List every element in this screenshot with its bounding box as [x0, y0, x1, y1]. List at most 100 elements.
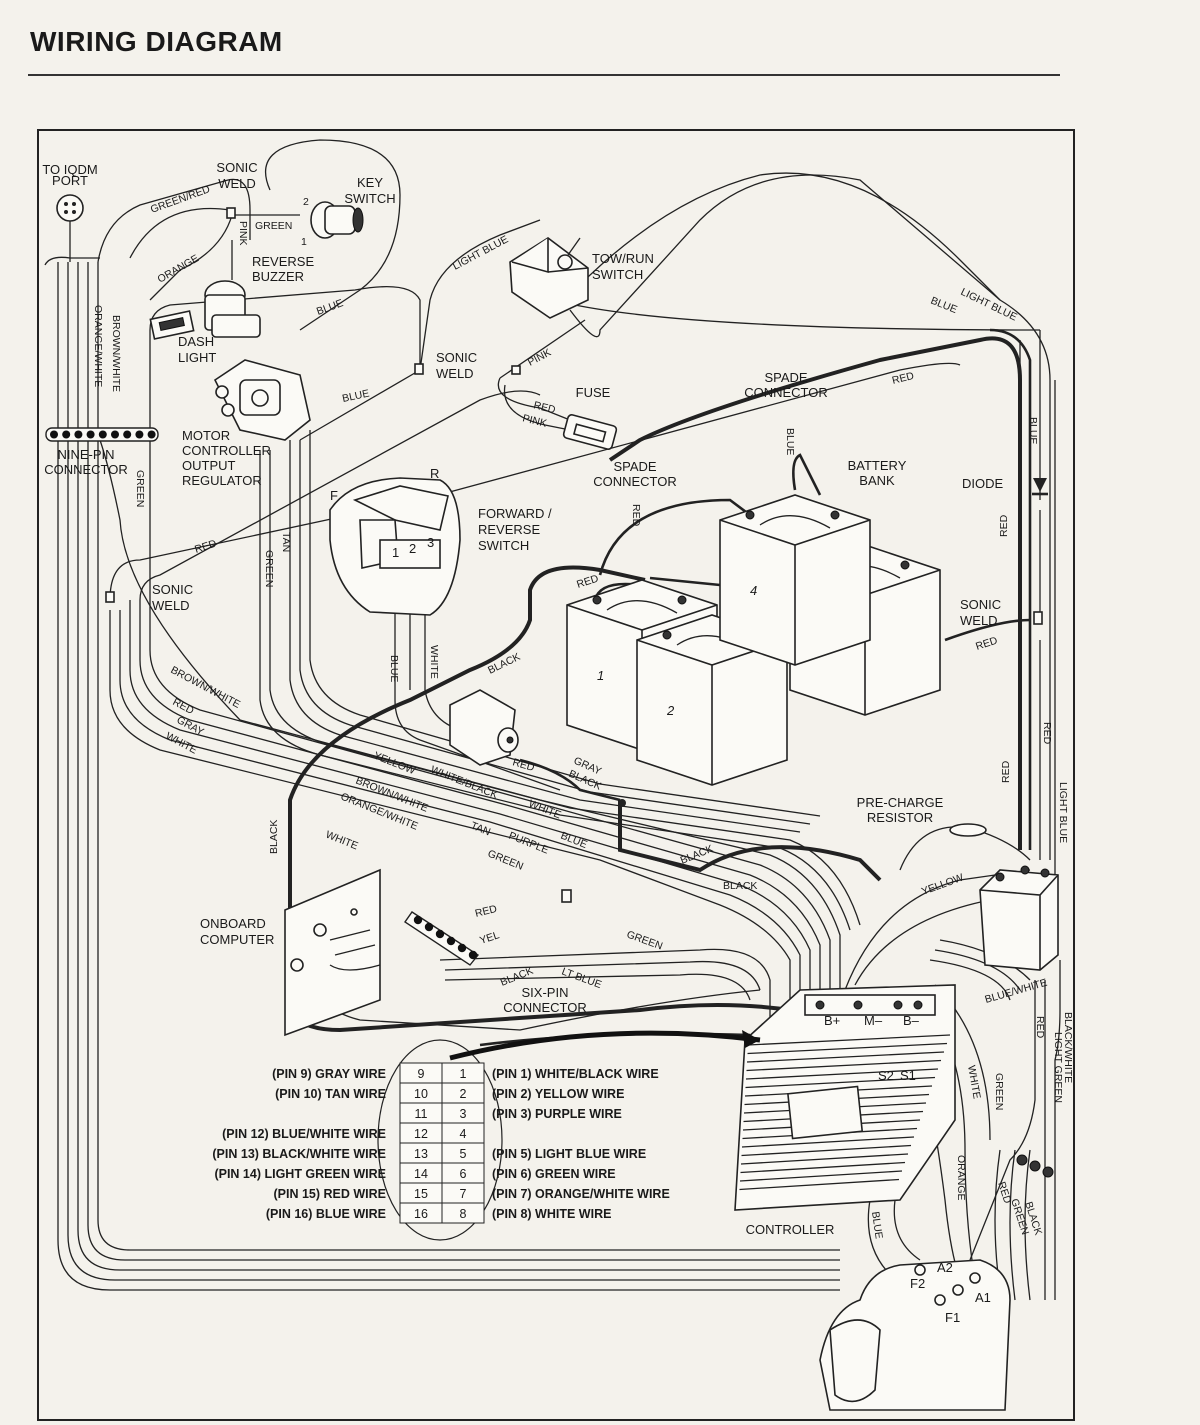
- pin-cell-right-6: 6: [460, 1167, 467, 1181]
- wire-label-green-v: GREEN: [134, 470, 146, 507]
- label-battery-bank-line-1: BATTERY: [848, 458, 907, 473]
- pin-cell-left-7: 15: [414, 1187, 428, 1201]
- wire-label-white-3: WHITE: [324, 829, 360, 853]
- label-tow-run-switch-line-1: TOW/RUN: [592, 251, 654, 266]
- nine-pin-dot: [50, 430, 58, 439]
- terminal-8: A1: [975, 1290, 991, 1305]
- nine-pin-dot: [123, 430, 132, 439]
- pin-label-left-7: (PIN 15) RED WIRE: [273, 1187, 386, 1201]
- wire-label-green-ob: GREEN: [625, 929, 664, 953]
- six-pin-dot: [424, 922, 434, 932]
- battery-number-1: 1: [597, 668, 604, 683]
- label-sonic-weld-3-line-2: WELD: [152, 598, 190, 613]
- wire-label-white-fr: WHITE: [428, 645, 440, 679]
- terminal-4: S2: [878, 1068, 894, 1083]
- nine-pin-dot: [86, 430, 95, 439]
- switch-mark-3: 1: [392, 545, 399, 560]
- label-motor-controller-line-2: CONTROLLER: [182, 443, 271, 458]
- wire-label-blue-spade: BLUE: [784, 428, 796, 455]
- fuse: [562, 414, 618, 450]
- tow-run-switch: [509, 237, 589, 319]
- controller: [734, 984, 956, 1211]
- wire-label-brown-white-v: BROWN/WHITE: [110, 315, 122, 392]
- dash-light: [149, 310, 195, 340]
- switch-mark-5: 3: [427, 535, 434, 550]
- label-reverse-buzzer-line-2: BUZZER: [252, 269, 304, 284]
- switch-mark-4: 2: [409, 541, 416, 556]
- wire-label-red-bat: RED: [575, 572, 600, 590]
- wire-label-white-black: WHITE/BLACK: [429, 764, 499, 802]
- solenoid: [979, 865, 1059, 971]
- label-battery-bank-line-2: BANK: [859, 473, 895, 488]
- wire-label-red-l: RED: [171, 696, 197, 717]
- wire-label-blue-3: BLUE: [929, 295, 959, 316]
- page-title: WIRING DIAGRAM: [30, 26, 283, 57]
- reverse-buzzer: [204, 280, 261, 338]
- label-forward-reverse-line-2: REVERSE: [478, 522, 540, 537]
- title-rule: [28, 74, 1060, 76]
- label-diode: DIODE: [962, 476, 1004, 491]
- wire-label-light-blue-2: LIGHT BLUE: [959, 286, 1019, 324]
- switch-mark-2: R: [430, 466, 439, 481]
- label-sonic-weld-2-line-2: WELD: [436, 366, 474, 381]
- sonic-welds: [105, 207, 1043, 903]
- label-dash-light-line-2: LIGHT: [178, 350, 216, 365]
- six-pin-connector: [404, 911, 480, 966]
- pre-charge-resistor: [899, 823, 1031, 871]
- wire-label-tan-v: TAN: [280, 532, 292, 552]
- pin-label-left-4: (PIN 12) BLUE/WHITE WIRE: [222, 1127, 386, 1141]
- wire-label-red-right: RED: [998, 514, 1010, 537]
- pin-cell-left-8: 16: [414, 1207, 428, 1221]
- pin-table-arrow: [449, 1030, 761, 1061]
- pin-label-left-5: (PIN 13) BLACK/WHITE WIRE: [212, 1147, 386, 1161]
- terminal-6: F2: [910, 1276, 925, 1291]
- iqdm-port: [56, 194, 84, 262]
- label-fuse: FUSE: [576, 385, 611, 400]
- pin-label-left-1: (PIN 9) GRAY WIRE: [272, 1067, 386, 1081]
- right-bundle-connector: [1016, 1154, 1054, 1178]
- wire-label-pink-1: PINK: [237, 221, 249, 246]
- label-motor-controller-line-4: REGULATOR: [182, 473, 262, 488]
- wire-label-yel-ob: YEL: [478, 929, 501, 947]
- six-pin-dot: [468, 950, 478, 960]
- wire-label-orange-ctrl: ORANGE: [955, 1155, 967, 1201]
- nine-pin-dot: [62, 430, 71, 439]
- label-sonic-weld-2-line-1: SONIC: [436, 350, 477, 365]
- onboard-computer: [284, 868, 381, 1037]
- wire-label-blue-fr: BLUE: [388, 655, 400, 682]
- wire-label-white-ctrl: WHITE: [965, 1064, 983, 1099]
- pin-label-right-2: (PIN 2) YELLOW WIRE: [492, 1087, 624, 1101]
- label-sonic-weld-1-line-1: SONIC: [216, 160, 257, 175]
- label-spade-connector-1-line-1: SPADE: [764, 370, 807, 385]
- battery-bank: 1234: [566, 494, 941, 786]
- label-dash-light-line-1: DASH: [178, 334, 214, 349]
- label-onboard-computer-line-2: COMPUTER: [200, 932, 274, 947]
- label-motor-controller-line-1: MOTOR: [182, 428, 230, 443]
- pin-label-right-7: (PIN 7) ORANGE/WHITE WIRE: [492, 1187, 670, 1201]
- wire-label-red-fuse: RED: [532, 399, 557, 416]
- key-switch: [310, 201, 364, 239]
- label-six-pin-line-2: CONNECTOR: [503, 1000, 587, 1015]
- pin-cell-right-5: 5: [460, 1147, 467, 1161]
- label-spade-connector-2-line-2: CONNECTOR: [593, 474, 677, 489]
- terminal-1: B+: [824, 1013, 840, 1028]
- wire-label-light-blue-1: LIGHT BLUE: [451, 233, 511, 272]
- six-pin-dot: [457, 943, 467, 953]
- wire-label-red-bottom: RED: [1034, 1016, 1046, 1039]
- pin-label-right-1: (PIN 1) WHITE/BLACK WIRE: [492, 1067, 659, 1081]
- wire-label-blue-white: BLUE/WHITE: [984, 977, 1049, 1006]
- terminal-9: F1: [945, 1310, 960, 1325]
- pin-cell-right-3: 3: [460, 1107, 467, 1121]
- terminal-2: M–: [864, 1013, 883, 1028]
- label-key-switch-line-2: SWITCH: [344, 191, 395, 206]
- wire-label-blue-ctrl: BLUE: [869, 1211, 885, 1240]
- wire-label-green-v2: GREEN: [263, 550, 275, 587]
- key-mark-1: 1: [301, 236, 307, 248]
- motor: [819, 1259, 1011, 1411]
